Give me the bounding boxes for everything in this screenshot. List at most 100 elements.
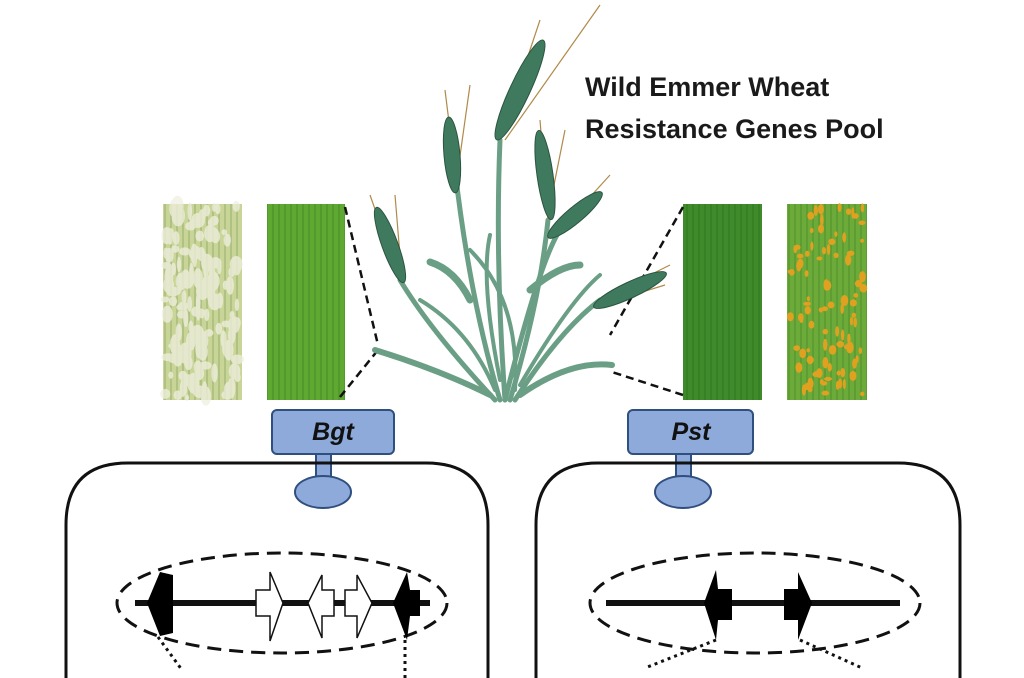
rust-pustule	[804, 270, 809, 277]
mildew-spot	[205, 226, 219, 242]
rust-pustule	[849, 370, 857, 381]
mildew-spot	[199, 361, 212, 370]
mildew-spot	[168, 371, 174, 379]
mildew-spot	[172, 351, 183, 367]
rust-pustule	[821, 390, 830, 396]
mildew-spot	[161, 261, 172, 269]
wheat-spikes	[369, 4, 671, 309]
cell-right	[534, 461, 962, 678]
mildew-spot	[187, 372, 200, 394]
rust-pustule	[828, 344, 837, 355]
gene-arrow-open-3	[344, 574, 373, 639]
rust-pustule	[813, 205, 818, 216]
rust-pustule	[787, 269, 795, 274]
mildew-spot	[178, 301, 189, 311]
rust-pustule	[840, 303, 844, 314]
rust-pustule	[821, 246, 827, 255]
mildew-spot	[204, 329, 214, 337]
leaf-resistant-right	[683, 204, 762, 400]
mildew-spot	[211, 203, 217, 212]
rust-pustule	[827, 362, 832, 372]
mildew-spot	[204, 308, 210, 322]
rust-pustule	[812, 371, 820, 378]
mildew-spot	[197, 342, 208, 361]
mildew-spot	[161, 305, 173, 323]
mildew-spot	[206, 278, 219, 286]
mildew-spot	[233, 317, 241, 329]
mildew-spot	[201, 253, 214, 272]
mildew-spot	[172, 231, 180, 246]
rust-pustule	[807, 211, 815, 220]
rust-pustule	[840, 368, 846, 378]
wheat-plant-illustration	[372, 137, 615, 403]
mildew-spot	[215, 203, 221, 215]
rust-pustule	[804, 250, 810, 257]
rust-pustule	[858, 347, 863, 354]
rust-pustule	[810, 241, 814, 251]
rust-pustule	[795, 362, 803, 373]
mildew-spot	[223, 233, 231, 247]
rust-pustule	[851, 312, 857, 318]
rust-pustule	[835, 326, 840, 337]
rust-pustule	[806, 348, 811, 353]
mildew-spot	[170, 245, 180, 253]
mildew-spot	[221, 229, 228, 236]
rust-pustule	[816, 256, 823, 261]
mildew-spot	[186, 331, 196, 351]
mildew-spot	[188, 320, 194, 334]
mildew-spot	[196, 302, 201, 321]
rust-pustule	[818, 203, 824, 215]
rust-pustule	[840, 329, 845, 341]
mildew-spot	[170, 262, 176, 276]
rust-pustule	[818, 307, 823, 313]
mildew-spot	[184, 355, 193, 370]
mildew-spot	[216, 292, 224, 309]
rust-pustule	[836, 340, 845, 348]
rust-pustule	[823, 279, 829, 291]
rust-pustule	[846, 250, 855, 256]
mildew-spot	[228, 326, 236, 344]
rust-pustule	[803, 301, 812, 306]
rust-pustule	[786, 312, 794, 322]
mildew-spot	[215, 322, 223, 335]
rust-pustule	[820, 381, 828, 386]
mildew-spot	[195, 230, 205, 242]
rust-pustule	[828, 238, 836, 245]
rust-pustule	[820, 214, 824, 226]
title-line-1: Wild Emmer Wheat	[585, 72, 830, 102]
rust-pustule	[821, 306, 829, 312]
rust-pustule	[842, 232, 847, 243]
mildew-spot	[179, 379, 187, 397]
leaf-infected-powdery-mildew	[160, 195, 245, 406]
rust-pustule	[804, 306, 811, 315]
mildew-spot	[187, 202, 193, 221]
gene-arrow-open-1	[255, 571, 284, 642]
mildew-spot	[161, 353, 176, 362]
rust-pustule	[858, 220, 866, 226]
mildew-spot	[222, 341, 234, 358]
leaf-resistant-left	[267, 204, 345, 400]
rust-pustule	[842, 378, 846, 390]
mildew-spot	[185, 221, 196, 231]
mildew-spot	[229, 255, 243, 273]
gene-cluster-left	[115, 551, 449, 678]
rust-pustule	[853, 317, 858, 328]
rust-pustule	[846, 341, 854, 354]
mildew-spot	[179, 247, 191, 256]
rust-pustule	[860, 238, 864, 243]
mildew-spot	[173, 390, 183, 401]
rust-pustule	[851, 207, 855, 219]
mildew-spot	[224, 382, 233, 397]
mildew-spot	[181, 271, 195, 289]
r-gene-arrow-right-2	[784, 572, 812, 640]
rust-pustule	[824, 376, 832, 381]
mildew-spot	[202, 381, 208, 393]
rust-pustule	[836, 370, 841, 376]
mildew-spot	[187, 296, 192, 312]
mildew-spot	[167, 229, 173, 245]
r-gene-arrow-left-2	[393, 572, 420, 640]
r-gene-arrow-right-1	[704, 570, 732, 640]
rust-pustule	[827, 301, 835, 309]
cell-left	[64, 461, 490, 678]
